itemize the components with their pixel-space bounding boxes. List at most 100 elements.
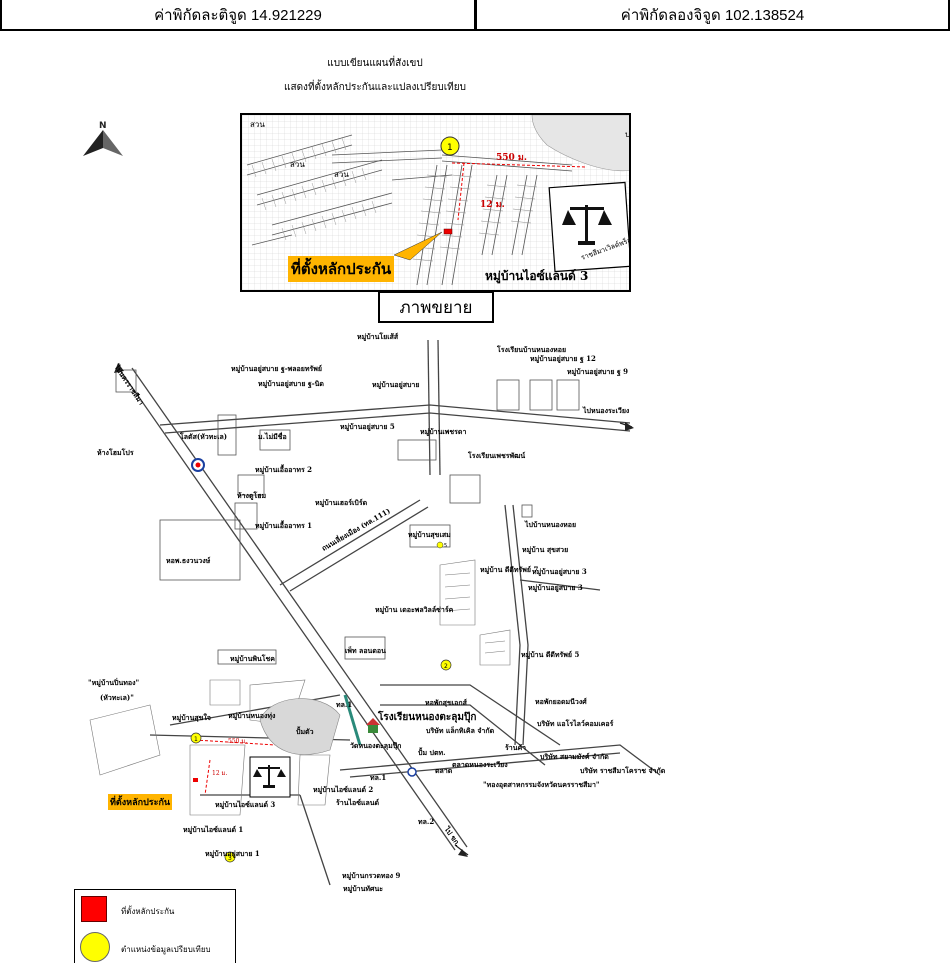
map-label: ทล.1 (336, 700, 353, 709)
latitude-cell: ค่าพิกัดละติจูด 14.921229 (0, 0, 476, 31)
map-label: หมู่บ้านพินโชค (230, 654, 275, 663)
map-label: หมู่บ้านเพชรดา (420, 427, 467, 436)
map-label: หอพักยอดมนีวงศ์ (535, 697, 587, 706)
map-subtitle: แสดงที่ตั้งหลักประกันและแปลงเปรียบเทียบ (284, 82, 466, 93)
map-label: ไปบ้านหนองหอย (525, 520, 577, 529)
inset-map: 1 ราชสีมาเวิลด์พร็อพเพอร์ตี้ 550 ม. 12 ม… (240, 113, 631, 292)
map-label: โรงเรียนหนองตะลุมปุ๊ก (378, 712, 477, 723)
comparison-marker-number: 2 (444, 663, 448, 670)
map-label: หมู่บ้านทัศนะ (343, 884, 383, 893)
map-label: หมู่บ้านอยู่สบาย ฐ 9 (567, 367, 629, 376)
legend-comparison-label: ตำแหน่งข้อมูลเปรียบเทียบ (121, 945, 211, 954)
map-label: ไปหนองระเวียง (583, 406, 630, 415)
map-label: บริษัท แอโรไลว์คอมเคอร์ (537, 719, 614, 728)
inset-road-label: สวน (334, 170, 349, 179)
collateral-swatch-icon (81, 896, 107, 922)
inset-marker-number: 1 (447, 143, 453, 153)
comparison-markers: 1 2 3 5 (190, 541, 452, 863)
map-title: แบบเขียนแผนที่สังเขป (327, 58, 423, 69)
comparison-marker-icon (224, 851, 236, 863)
map-label: (หัวทะเล)" (100, 693, 134, 702)
inset-comparison-marker-icon (440, 136, 460, 156)
map-label: ปั้มตัว (296, 727, 314, 736)
ptt-logo-icon (407, 767, 417, 777)
comparison-marker-icon (436, 541, 444, 549)
inset-collateral-plot-icon (443, 228, 453, 235)
north-arrow-icon: N (80, 120, 126, 160)
map-label: ห้างโฮมโปร (97, 448, 134, 457)
map-label: หมู่บ้าน ดีดีทรัพย์ 5 (521, 650, 580, 659)
map-label: หอพักสุขเอกส์ (425, 698, 467, 707)
map-collateral-tag: ที่ตั้งหลักประกัน (108, 794, 173, 810)
map-label: ทล.1 (370, 773, 387, 782)
map-label: หมู่บ้าน ดีดีทรัพย์ 7 (480, 565, 539, 574)
map-label: หมู่บ้านเฮอร์เบิร์ด (315, 498, 368, 507)
scales-of-justice-icon (562, 205, 612, 245)
map-label: หมู่บ้านอยู่สบาย (372, 380, 420, 389)
map-label: หมู่บ้านไอซ์แลนด์ 2 (313, 785, 374, 794)
comparison-marker-icon (190, 732, 202, 744)
inset-collateral-tag: ที่ตั้งหลักประกัน (288, 256, 395, 282)
map-label: "ทองอุตสาหกรรมจังหวัดนครราชสีมา" (483, 780, 600, 789)
latitude-label: ค่าพิกัดละติจูด 14.921229 (154, 6, 322, 24)
map-label: หมู่บ้านกรวดทอง 9 (342, 871, 401, 880)
longitude-cell: ค่าพิกัดลองจิจูด 102.138524 (475, 0, 950, 31)
map-label: ทล.2 (418, 817, 435, 826)
map-label: ห้างดูโฮม (237, 491, 267, 500)
map-road-width-label: 12 ม. (212, 770, 227, 777)
map-label: ตลาด (435, 766, 453, 775)
map-label: หมู่บ้านเอื้ออาทร 1 (255, 521, 313, 530)
inset-caption: ภาพขยาย (378, 291, 494, 323)
map-label: หมู่บ้านหนองทุ่ง (228, 711, 276, 720)
scales-of-justice-small-icon (253, 765, 286, 788)
legend-collateral-label: ที่ตั้งหลักประกัน (121, 907, 175, 916)
main-map: 550 ม. 12 ม. 1 2 3 5 (89, 339, 661, 886)
legend: ที่ตั้งหลักประกัน ตำแหน่งข้อมูลเปรียบเที… (74, 889, 236, 963)
map-label: หอพ.ธงวนวงษ์ (166, 556, 211, 565)
inset-road-label: สวน (250, 120, 265, 129)
map-label: หมู่บ้านอยู่สบาย 1 (205, 849, 260, 858)
road-arrow-icon (458, 849, 468, 857)
longitude-label: ค่าพิกัดลองจิจูด 102.138524 (620, 6, 805, 24)
coordinate-bar: ค่าพิกัดละติจูด 14.921229 ค่าพิกัดลองจิจ… (0, 0, 950, 34)
map-label: หมู่บ้าน สุขสวย (522, 545, 569, 554)
map-label: ม.ไม่มีชื่อ (258, 432, 287, 441)
map-label: ร้านค้า (505, 743, 527, 752)
map-label: หมู่บ้านไอซ์แลนด์ 3 (215, 800, 276, 809)
map-label: หมู่บ้านอยู่สบาย 3 (528, 583, 583, 592)
inset-road-width-label: 12 ม. (480, 200, 505, 210)
map-label: หมู่บ้านเอื้ออาทร 2 (255, 465, 313, 474)
map-label: หมู่บ้านไอซ์แลนด์ 1 (183, 825, 244, 834)
map-label: โรงเรียนบ้านหนองหอย (497, 345, 567, 354)
inset-edge-label: ป (625, 130, 630, 139)
map-label: "หมู่บ้านปิ่นทอง" (88, 678, 140, 687)
map-label: บริษัท ราชสีมาโคราช จำกัด (580, 766, 666, 775)
inset-distance-label: 550 ม. (496, 153, 527, 163)
road-arrow-icon (625, 422, 634, 431)
map-label: หมู่บ้านอยู่สบาย 3 (532, 567, 587, 576)
map-label: หมู่บ้านโยเส้ส์ (357, 332, 399, 341)
map-label: บริษัท สยามมังค์ จำกัด (540, 752, 609, 761)
comparison-marker-number: 1 (194, 736, 198, 743)
inset-road-label: สวน (290, 160, 305, 169)
road-arrow-icon (114, 363, 124, 373)
comparison-marker-number: 5 (444, 543, 447, 549)
north-label: N (99, 121, 107, 131)
map-label: หมู่บ้านสุขเสม (408, 530, 451, 539)
map-label: โลตัส(หัวทะเล) (180, 432, 228, 441)
comparison-marker-number: 3 (228, 855, 232, 862)
map-label: วัดหนองตะลุมปุ๊ก (350, 741, 402, 750)
inset-village-label: หมู่บ้านไอซ์แลนด์ 3 (485, 268, 588, 284)
map-label: หมู่บ้านอยู่สบาย ฐ-นิด (258, 379, 324, 388)
map-collateral-plot-icon (193, 778, 198, 782)
school-icon (366, 718, 380, 733)
map-label: ปั้ม ปตท. (418, 748, 446, 757)
map-label: หมู่บ้านอยู่สบาย ฐ 12 (530, 354, 596, 363)
map-label: หมู่บ้าน เดอะพลวิลล์ซ่าร์ค (375, 605, 454, 614)
comparison-marker-icon (440, 659, 452, 671)
map-label: ร้านไอซ์แลนด์ (336, 798, 380, 807)
comparison-swatch-icon (80, 932, 110, 962)
map-distance-label: 550 ม. (228, 738, 247, 745)
map-label: เพ็ท ลอนดอน (345, 646, 386, 655)
map-label: หมู่บ้านอยู่สบาย ฐ-พลอยทรัพย์ (231, 364, 322, 373)
